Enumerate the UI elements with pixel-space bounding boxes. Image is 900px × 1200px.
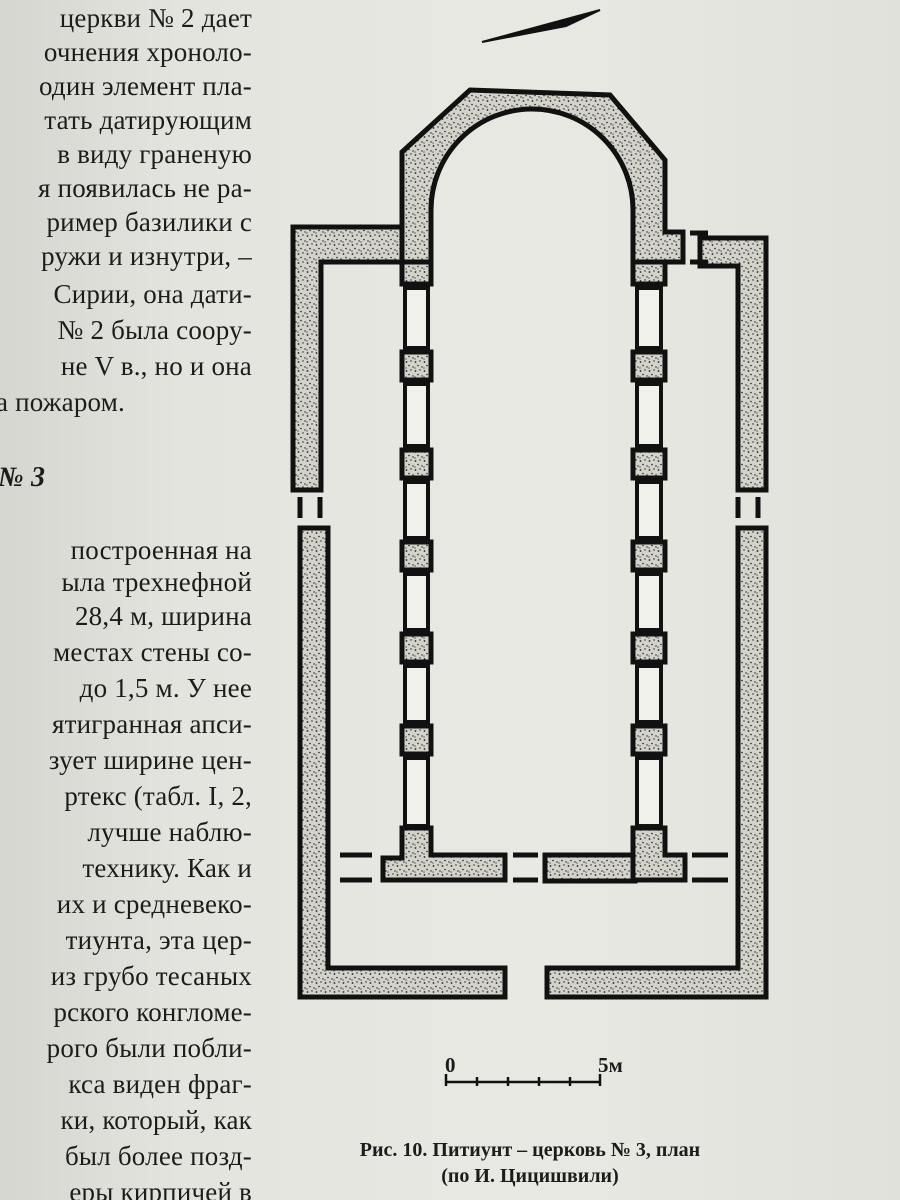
south-pier (630, 539, 668, 573)
south-screen (635, 286, 663, 350)
apse-wall (399, 87, 686, 265)
church-floor-plan (290, 9, 769, 1086)
north-wall-lower (297, 525, 508, 1000)
text-line: был более позд- (64, 1141, 252, 1171)
text-line: зует ширине цен- (48, 745, 252, 775)
south-wall-lower (544, 525, 769, 1000)
south-screen (635, 756, 663, 828)
text-line: их и средневеко- (56, 889, 252, 919)
text-line: 28,4 м, ширина (74, 601, 252, 631)
north-screen (403, 382, 430, 448)
text-line: тиунта, эта цер- (65, 925, 252, 955)
text-line: кса виден фраг- (68, 1069, 252, 1099)
text-line: построенная на (70, 535, 252, 565)
north-wall-upper (290, 224, 405, 493)
north-screen (403, 480, 430, 540)
text-line: очнения хроноло- (43, 37, 252, 67)
text-line: из грубо тесаных (50, 961, 252, 991)
text-line: тать датирующим (44, 105, 252, 135)
south-pier (630, 259, 668, 287)
south-screen (635, 572, 663, 632)
north-screen (403, 664, 430, 724)
scale-label-zero: 0 (445, 1053, 456, 1077)
narthex-wall-left (380, 825, 508, 883)
north-pier (399, 723, 434, 757)
text-line: до 1,5 м. У нее (79, 673, 252, 703)
north-screen (403, 572, 430, 632)
scale-bar (444, 1074, 602, 1086)
north-pier (399, 349, 434, 383)
text-line: церкви № 2 дает (59, 3, 252, 33)
south-wall-upper (697, 235, 769, 493)
south-pier (630, 349, 668, 383)
text-line: технику. Как и (82, 853, 252, 883)
text-line: № 2 была соору- (57, 315, 252, 345)
text-line: лучше наблю- (87, 817, 252, 847)
north-screen (403, 756, 430, 828)
text-line: ыла трехнефной (61, 567, 252, 597)
narthex-wall-center (542, 852, 638, 884)
text-line: еры кирпичей в (69, 1177, 252, 1200)
text-line: местах стены со- (53, 637, 252, 667)
section-heading: № 3 (0, 462, 46, 493)
caption-line-2: (по И. Цицишвили) (441, 1165, 619, 1187)
north-pier (399, 631, 434, 665)
south-pier (630, 447, 668, 481)
text-line: ки, который, как (60, 1105, 252, 1135)
figure-caption: Рис. 10. Питиунт – церковь № 3, план (по… (270, 1137, 790, 1189)
narthex-wall-right (630, 825, 688, 883)
text-line: один элемент пла- (38, 71, 252, 101)
north-pier (399, 447, 434, 481)
text-line: Сирии, она дати- (53, 279, 252, 309)
north-pier (399, 259, 434, 287)
text-line: я появилась не ра- (38, 173, 252, 203)
north-screen (403, 286, 430, 350)
text-line: ятигранная апси- (52, 709, 252, 739)
north-pier (399, 539, 434, 573)
scale-label-max: 5м (598, 1053, 623, 1077)
text-line: в виду граненую (57, 139, 252, 169)
south-screen (635, 664, 663, 724)
south-pier (630, 631, 668, 665)
south-screen (635, 382, 663, 448)
text-line: ружи и изнутри, – (41, 241, 252, 271)
text-line: ример базилики с (46, 207, 252, 237)
text-line: ртекс (табл. I, 2, (64, 781, 252, 811)
caption-line-1: Рис. 10. Питиунт – церковь № 3, план (359, 1139, 701, 1161)
south-pier (630, 723, 668, 757)
text-line: а пожаром. (0, 387, 125, 417)
text-line: рого были побли- (46, 1033, 252, 1063)
body-text-column: церкви № 2 дает очнения хроноло- один эл… (0, 0, 270, 1200)
text-line: не V в., но и она (60, 351, 252, 381)
south-screen (635, 480, 663, 540)
text-line: рского конгломе- (53, 997, 252, 1027)
north-arrow-icon (481, 9, 601, 43)
